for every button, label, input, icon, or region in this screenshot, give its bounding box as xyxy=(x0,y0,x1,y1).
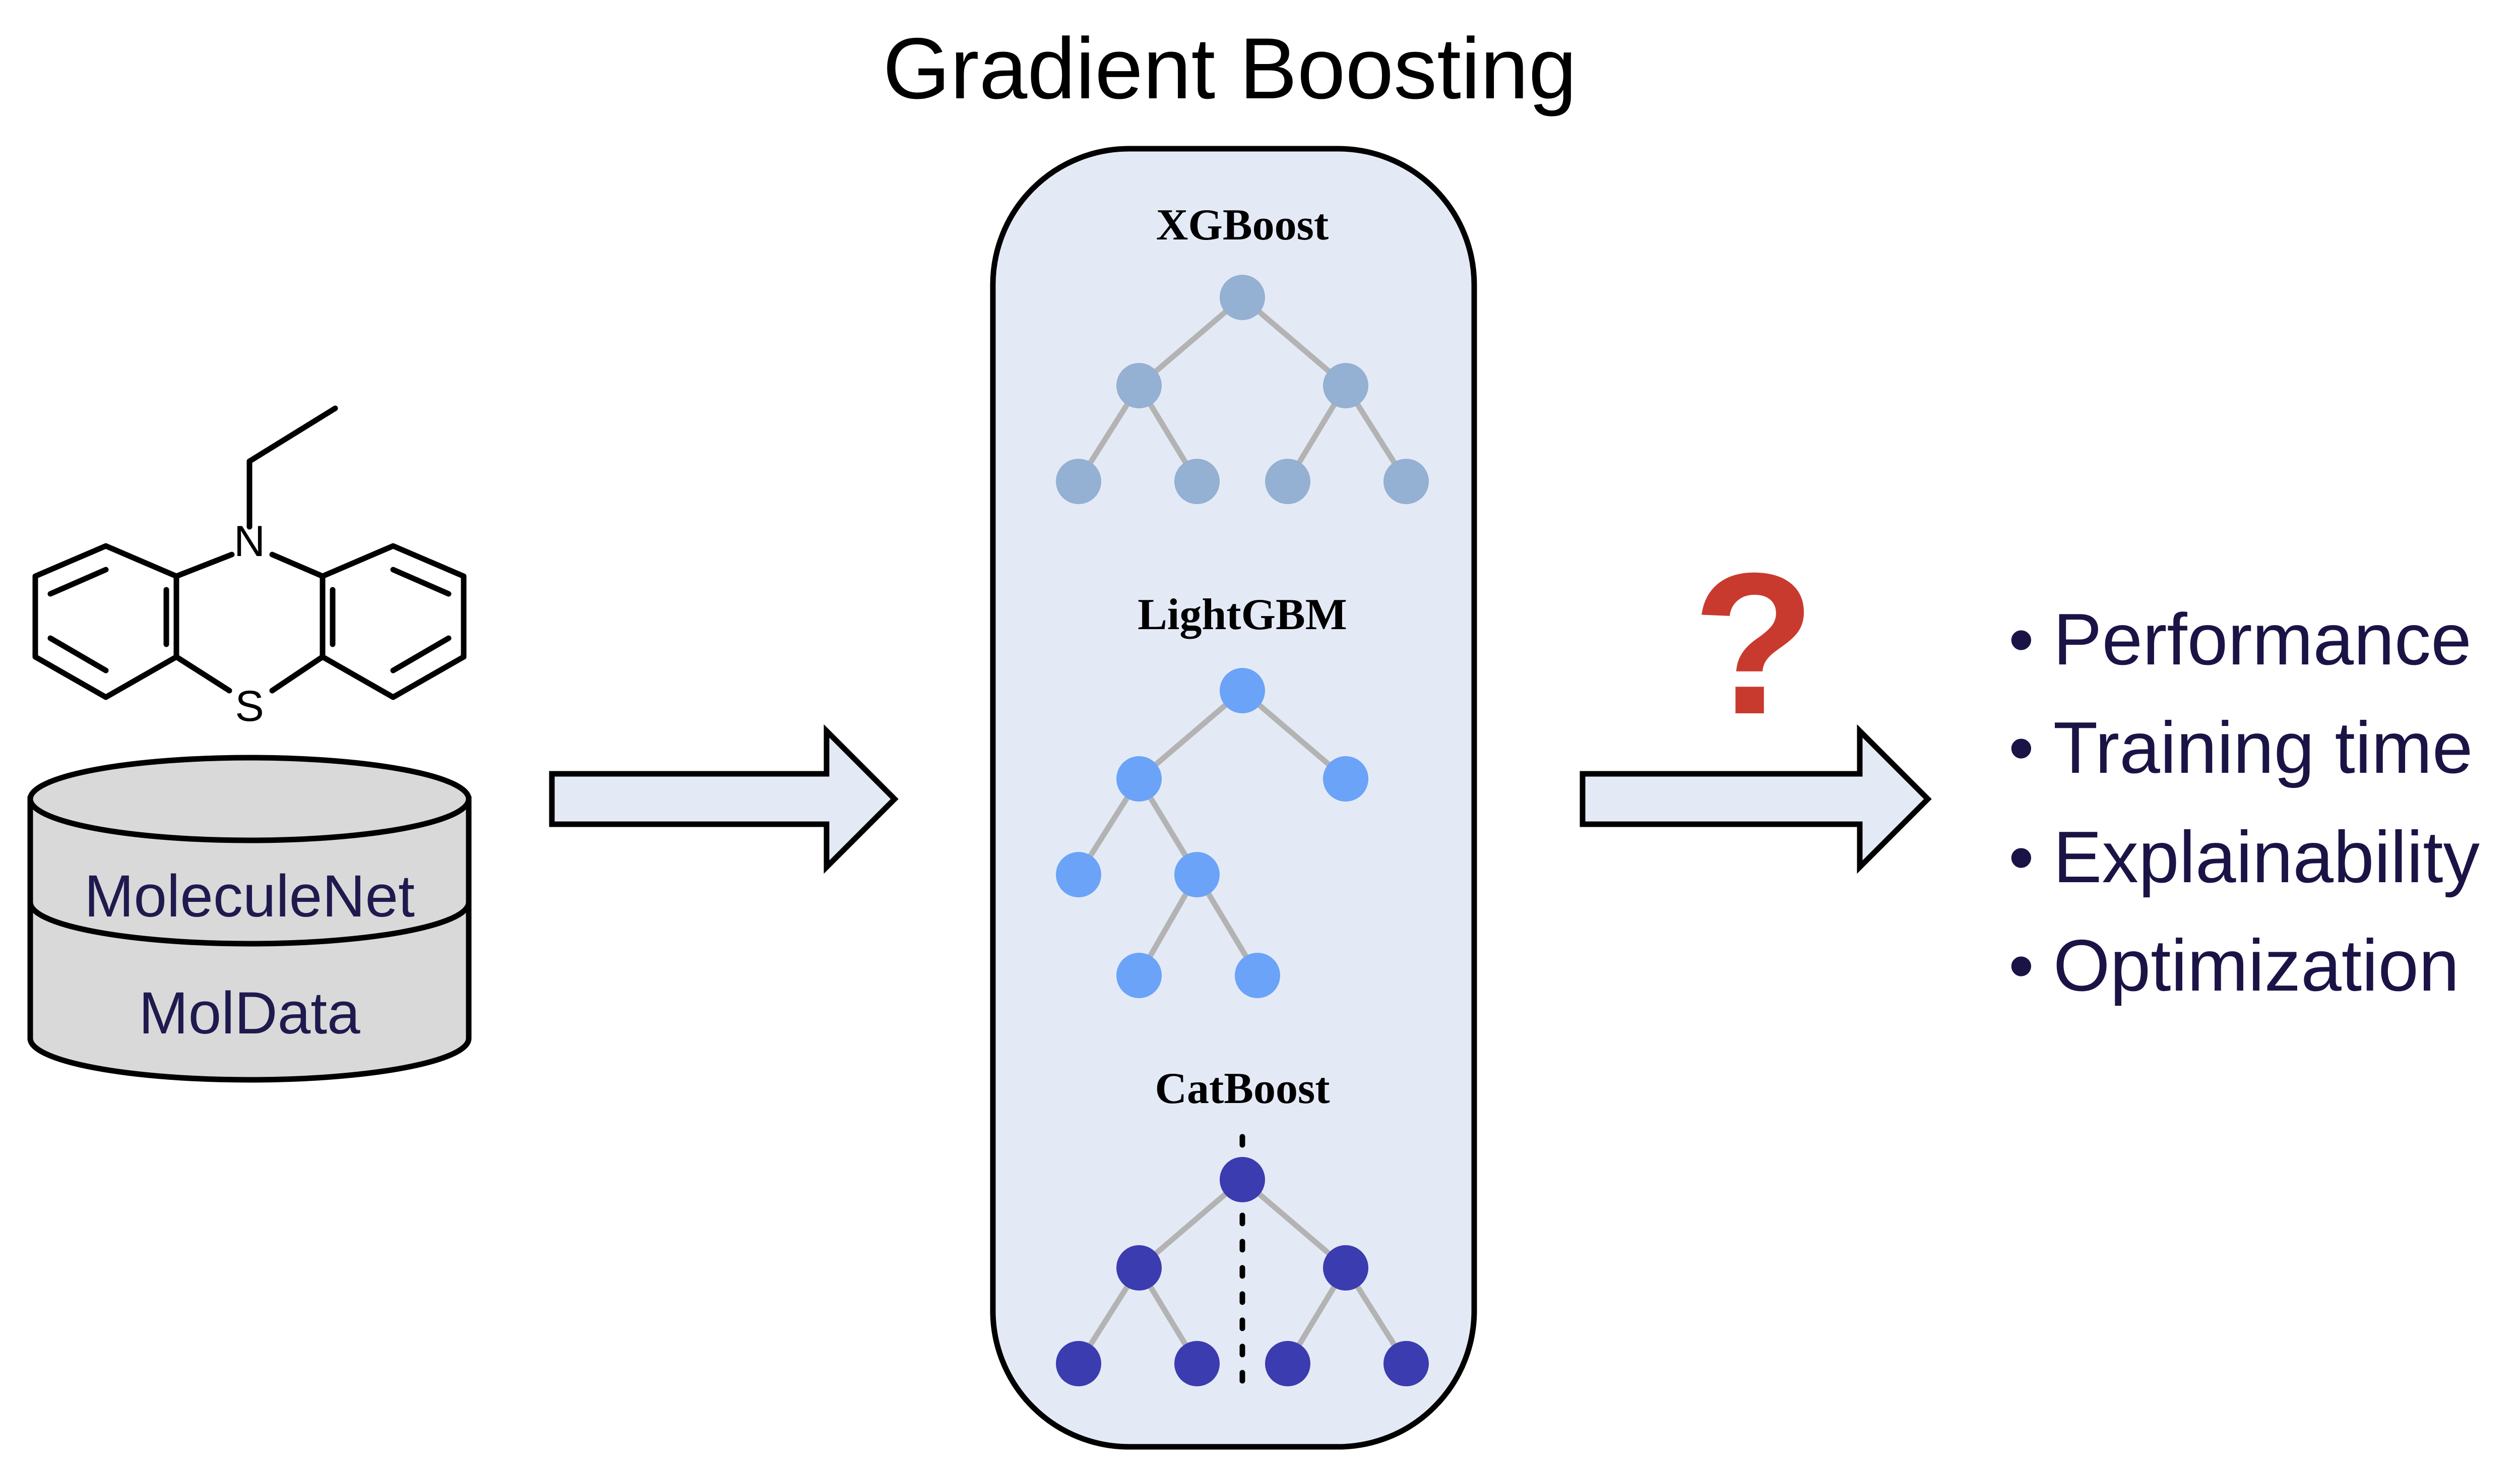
xgboost-node xyxy=(1116,363,1162,408)
database-cylinder xyxy=(27,755,472,1083)
catboost-node xyxy=(1323,1245,1368,1291)
catboost-leaf-node xyxy=(1383,1341,1429,1386)
gradient-boosting-panel xyxy=(990,146,1477,1450)
lightgbm-leaf-node xyxy=(1235,953,1280,998)
catboost-label: CatBoost xyxy=(1155,1064,1330,1113)
outcome-item-optimization: •Optimization xyxy=(2008,925,2460,1006)
lightgbm-root-node xyxy=(1220,668,1265,713)
outcome-label: Performance xyxy=(2053,598,2472,680)
lightgbm-leaf-node xyxy=(1056,852,1101,897)
xgboost-label: XGBoost xyxy=(1156,201,1329,250)
outcome-label: Explainability xyxy=(2053,816,2480,898)
question-mark-icon: ? xyxy=(1692,531,1815,756)
diagram-title: Gradient Boosting xyxy=(883,20,1577,117)
outcome-label: Training time xyxy=(2053,707,2473,788)
xgboost-leaf-node xyxy=(1265,459,1310,504)
database-top xyxy=(27,755,472,843)
bullet: • xyxy=(2008,598,2034,680)
catboost-node xyxy=(1116,1245,1162,1291)
catboost-root-node xyxy=(1220,1157,1265,1202)
outcome-item-explainability: •Explainability xyxy=(2008,816,2480,898)
catboost-leaf-node xyxy=(1174,1341,1220,1386)
database-label-moldata: MolData xyxy=(139,980,360,1047)
database-label-moleculenet: MoleculeNet xyxy=(84,863,415,930)
outcomes-list: •Performance •Training time •Explainabil… xyxy=(2008,598,2480,1006)
xgboost-node xyxy=(1323,363,1368,408)
lightgbm-leaf-node xyxy=(1116,953,1162,998)
xgboost-root-node xyxy=(1220,275,1265,320)
bullet: • xyxy=(2008,925,2034,1006)
xgboost-leaf-node xyxy=(1174,459,1220,504)
lightgbm-leaf-node xyxy=(1323,756,1368,802)
xgboost-tree xyxy=(1056,275,1429,504)
outcome-item-performance: •Performance xyxy=(2008,598,2472,680)
lightgbm-node xyxy=(1174,852,1220,897)
bullet: • xyxy=(2008,707,2034,788)
xgboost-leaf-node xyxy=(1056,459,1101,504)
database-body xyxy=(27,796,472,1083)
bullet: • xyxy=(2008,816,2034,898)
nitrogen-atom-label: N xyxy=(234,517,265,566)
arrow-models-to-outcomes xyxy=(1580,724,1932,874)
outcome-item-training-time: •Training time xyxy=(2008,707,2473,788)
lightgbm-label: LightGBM xyxy=(1138,590,1347,639)
molecule-structure xyxy=(32,405,467,700)
lightgbm-node xyxy=(1116,756,1162,802)
catboost-tree xyxy=(1056,1134,1429,1387)
catboost-leaf-node xyxy=(1056,1341,1101,1386)
outcome-label: Optimization xyxy=(2053,925,2460,1006)
xgboost-leaf-node xyxy=(1383,459,1429,504)
lightgbm-tree xyxy=(1056,668,1368,998)
catboost-leaf-node xyxy=(1265,1341,1310,1386)
sulfur-atom-label: S xyxy=(235,682,264,730)
arrow-input-to-models xyxy=(549,724,899,874)
database-divider xyxy=(27,902,472,947)
